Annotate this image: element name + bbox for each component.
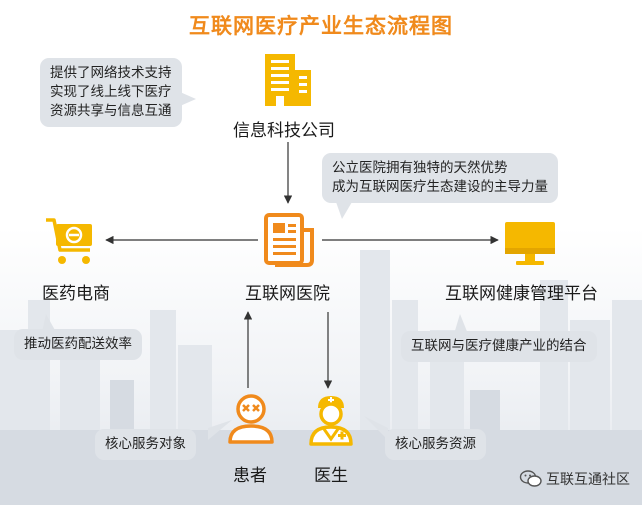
note-ecommerce-tail	[42, 314, 56, 332]
shopping-cart-icon	[46, 218, 92, 264]
note-it-company-line-3: 资源共享与信息互通	[50, 103, 172, 119]
note-doctor: 核心服务资源	[385, 429, 486, 460]
note-hospital: 公立医院拥有独特的天然优势 成为互联网医疗生态建设的主导力量	[322, 153, 558, 219]
note-patient-tail	[208, 420, 232, 440]
node-ecommerce: 医药电商	[42, 284, 110, 304]
note-hospital-line-1: 公立医院拥有独特的天然优势	[332, 160, 508, 176]
note-hospital-line-2: 成为互联网医疗生态建设的主导力量	[332, 179, 548, 195]
note-ecommerce: 推动医药配送效率	[14, 329, 142, 360]
diagram-title: 互联网医疗产业生态流程图	[189, 14, 453, 38]
doctor-icon	[309, 396, 353, 446]
monitor-icon	[505, 222, 555, 265]
node-patient: 患者	[233, 466, 267, 486]
node-health-platform: 互联网健康管理平台	[445, 284, 598, 304]
node-it-company: 信息科技公司	[233, 121, 335, 141]
note-it-company-line-1: 提供了网络技术支持	[50, 65, 172, 81]
document-icon	[264, 213, 314, 267]
node-hospital: 互联网医院	[245, 284, 330, 304]
note-health-platform-tail	[454, 314, 468, 334]
note-patient: 核心服务对象	[95, 429, 196, 460]
building-icon	[265, 54, 311, 106]
wechat-icon	[519, 470, 542, 487]
note-it-company-line-2: 实现了线上线下医疗	[50, 84, 172, 100]
note-doctor-tail	[364, 416, 388, 440]
patient-icon	[228, 394, 274, 444]
note-it-company: 提供了网络技术支持 实现了线上线下医疗 资源共享与信息互通	[40, 58, 196, 127]
watermark-text: 互联互通社区	[546, 472, 630, 488]
watermark: 互联互通社区	[519, 469, 630, 489]
note-health-platform: 互联网与医疗健康产业的结合	[401, 331, 597, 362]
node-doctor: 医生	[314, 466, 348, 486]
